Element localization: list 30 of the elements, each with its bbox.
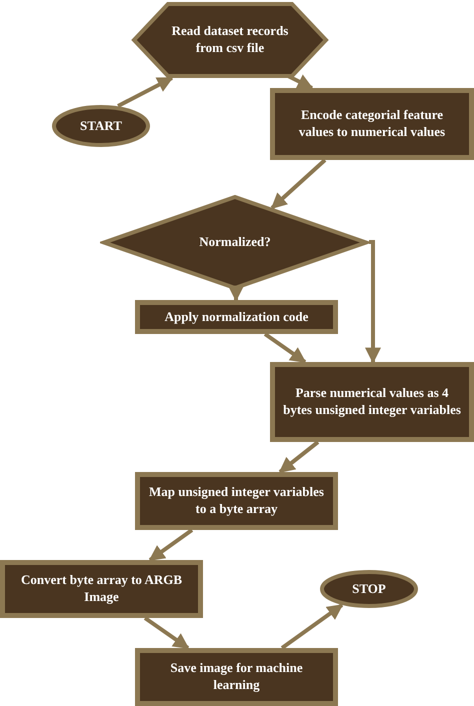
stop-terminal bbox=[320, 570, 418, 608]
process-box bbox=[135, 300, 338, 334]
step-text: Parse numerical values as 4 bytes unsigned integer variables bbox=[283, 385, 461, 419]
step-text: START bbox=[80, 118, 122, 134]
input-hexagon bbox=[130, 2, 330, 78]
step-text: Convert byte array to ARGB Image bbox=[20, 572, 184, 606]
process-box bbox=[135, 472, 338, 530]
arrow bbox=[228, 286, 244, 302]
process-box bbox=[270, 362, 474, 442]
process-box bbox=[135, 648, 338, 706]
arrow bbox=[148, 528, 194, 562]
arrow bbox=[264, 332, 306, 364]
arrow bbox=[287, 74, 314, 90]
arrow bbox=[144, 616, 190, 650]
arrow bbox=[270, 158, 326, 210]
start-terminal bbox=[52, 105, 150, 147]
process-box bbox=[0, 560, 203, 618]
arrow bbox=[117, 76, 174, 108]
arrow bbox=[278, 440, 320, 474]
step-text: Apply normalization code bbox=[164, 308, 308, 326]
decision-diamond bbox=[100, 195, 370, 290]
step-text: STOP bbox=[352, 580, 386, 598]
process-box bbox=[270, 88, 474, 160]
arrow bbox=[280, 603, 344, 650]
step-text: Encode categorial feature values to numerical values bbox=[298, 107, 446, 141]
step-text: Save image for machine learning bbox=[169, 660, 304, 694]
arrow bbox=[365, 240, 381, 364]
step-text: Map unsigned integer variables to a byte array bbox=[148, 484, 325, 518]
step-text: Normalized? bbox=[199, 234, 271, 251]
step-text: Read dataset records from csv file bbox=[170, 23, 290, 57]
